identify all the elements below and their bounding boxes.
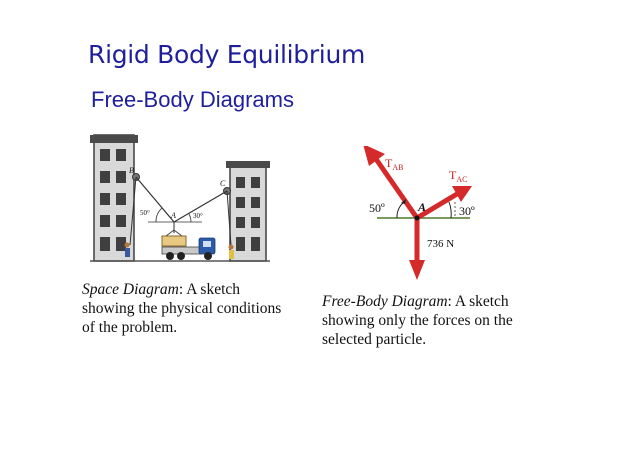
cable-ab [135,176,175,223]
angle-arc-left [155,207,163,223]
caption-text: showing the physical conditions [82,300,282,317]
worker-left [124,242,130,257]
cable-right-rope [226,190,232,246]
label-a: A [170,211,176,220]
caption-text: : A sketch [178,281,241,298]
right-building [226,161,270,262]
particle-a [414,215,420,221]
angle-arc-right [188,213,192,223]
caption-text: of the problem. [82,319,178,336]
caption-term: Space Diagram [82,281,179,298]
label-angle-left: 50° [140,209,150,217]
slide-title: Rigid Body Equilibrium [88,40,366,69]
label-angle-right: 30° [193,212,203,220]
slide-subtitle: Free-Body Diagrams [91,87,294,112]
angle-arc-left-head [401,199,406,204]
angle-arc-right [448,201,452,219]
label-tac: TAC [449,168,467,184]
label-c: C [220,179,226,188]
left-building [90,134,138,262]
caption-text: selected particle. [322,331,427,348]
free-body-diagram: TAB TAC A 50º 30º 736 N [363,146,475,280]
worker-right [228,244,234,259]
label-angle-left: 50º [369,201,385,215]
caption-text: : A sketch [447,293,509,310]
cable-left-rope [129,176,137,246]
caption-text: showing only the forces on the [322,312,513,329]
angle-arc-left [396,201,405,219]
crate-sling [165,229,183,237]
weight-arrow [409,218,425,280]
label-a: A [417,200,426,214]
truck [161,237,216,260]
label-weight: 736 N [427,238,454,250]
crate [161,235,187,247]
label-b: B [129,166,134,175]
cable-ac [173,190,228,223]
free-body-diagram-caption: Free-Body Diagram: A sketch showing only… [322,292,562,349]
space-diagram-caption: Space Diagram: A sketch showing the phys… [82,280,322,337]
force-tac-arrow [415,186,472,221]
label-angle-right: 30º [459,204,475,218]
label-tab: TAB [385,156,403,172]
space-diagram: B C A 50° 30° [90,134,270,262]
caption-term: Free-Body Diagram [322,293,448,310]
force-tab-arrow [363,146,420,220]
